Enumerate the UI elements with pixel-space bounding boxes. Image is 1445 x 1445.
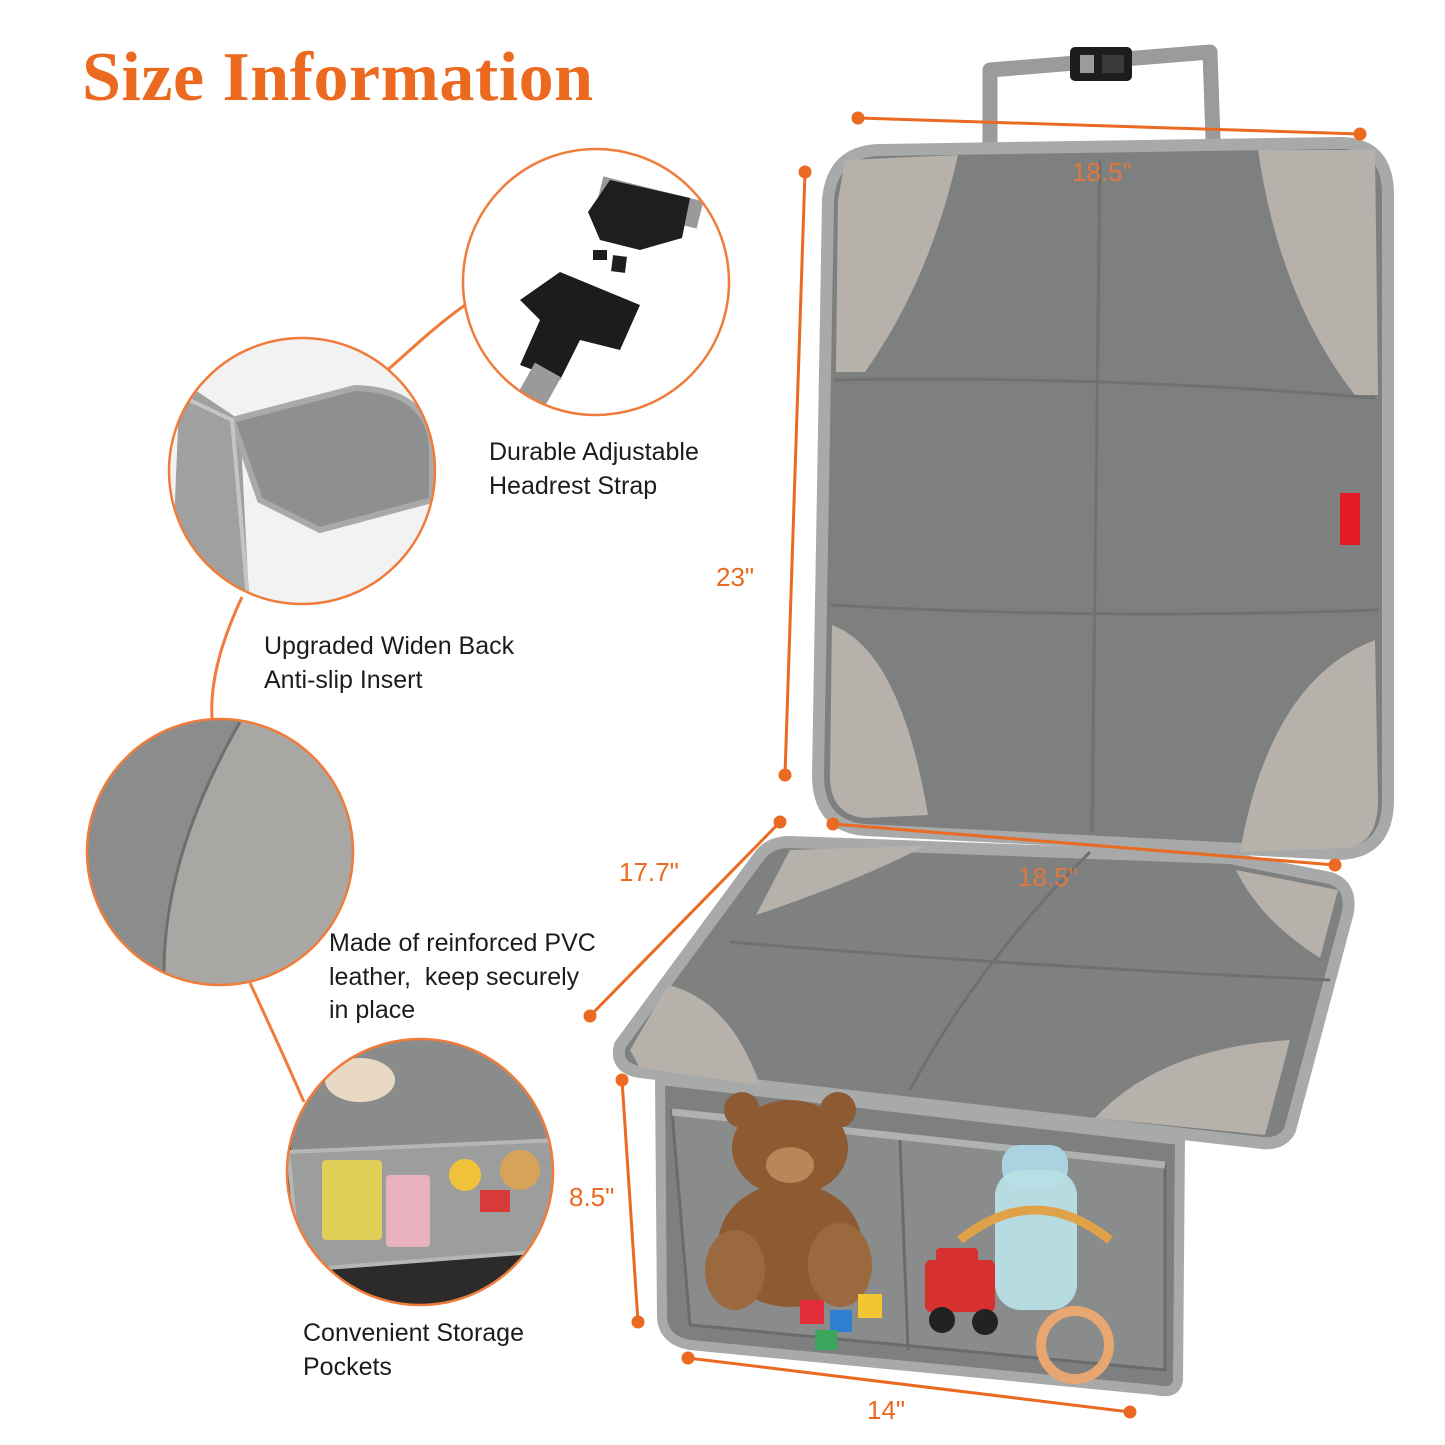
feature-caption-anti-slip-insert: Upgraded Widen Back Anti-slip Insert: [264, 630, 514, 697]
caption-line: Durable Adjustable: [489, 438, 699, 466]
dimension-seat-width: 18.5": [1018, 862, 1078, 892]
teddy-bear: [705, 1092, 872, 1310]
seat-protector-mat: [613, 44, 1394, 1397]
pvc-leather-icon: [87, 719, 353, 985]
callout-storage-pockets: [285, 1037, 555, 1307]
caption-line: in place: [329, 996, 416, 1024]
callout-connector-lines: [210, 303, 466, 1103]
caption-line: leather, keep securely: [329, 962, 580, 991]
seat-panel: [613, 835, 1355, 1150]
dimension-lines: [583, 111, 1367, 1419]
dimension-pocket-height: 8.5": [569, 1182, 615, 1212]
storage-flap: [654, 1074, 1186, 1397]
dimension-pocket-width: 14": [867, 1395, 906, 1425]
dimension-top-width: 18.5": [1072, 157, 1132, 187]
sippy-cup: [957, 1145, 1114, 1384]
caption-line: Anti-slip Insert: [264, 665, 423, 694]
storage-pocket-icon: [287, 1039, 553, 1305]
toy-blocks: [800, 1294, 882, 1350]
feature-caption-pvc-leather: Made of reinforced PVC leather, keep sec…: [329, 927, 596, 1028]
dimension-seat-depth: 17.7": [619, 857, 679, 887]
anti-slip-insert-icon: [169, 338, 435, 604]
caption-line: Headrest Strap: [489, 471, 658, 500]
callout-pvc-leather: [85, 717, 355, 987]
feature-caption-headrest-strap: Durable Adjustable Headrest Strap: [489, 436, 699, 503]
callout-buckle: [461, 147, 731, 417]
caption-line: Upgraded Widen Back: [264, 632, 515, 660]
back-panel: [811, 136, 1394, 861]
caption-line: Convenient Storage: [303, 1319, 524, 1347]
callout-anti-slip-insert: [167, 336, 437, 606]
toy-car: [925, 1248, 998, 1335]
caption-line: Made of reinforced PVC: [329, 929, 596, 957]
caption-line: Pockets: [303, 1352, 392, 1381]
page-title: Size Information: [82, 39, 594, 116]
feature-caption-storage-pockets: Convenient Storage Pockets: [303, 1317, 524, 1384]
headrest-strap: [982, 44, 1222, 169]
dimension-back-height: 23": [716, 562, 755, 592]
